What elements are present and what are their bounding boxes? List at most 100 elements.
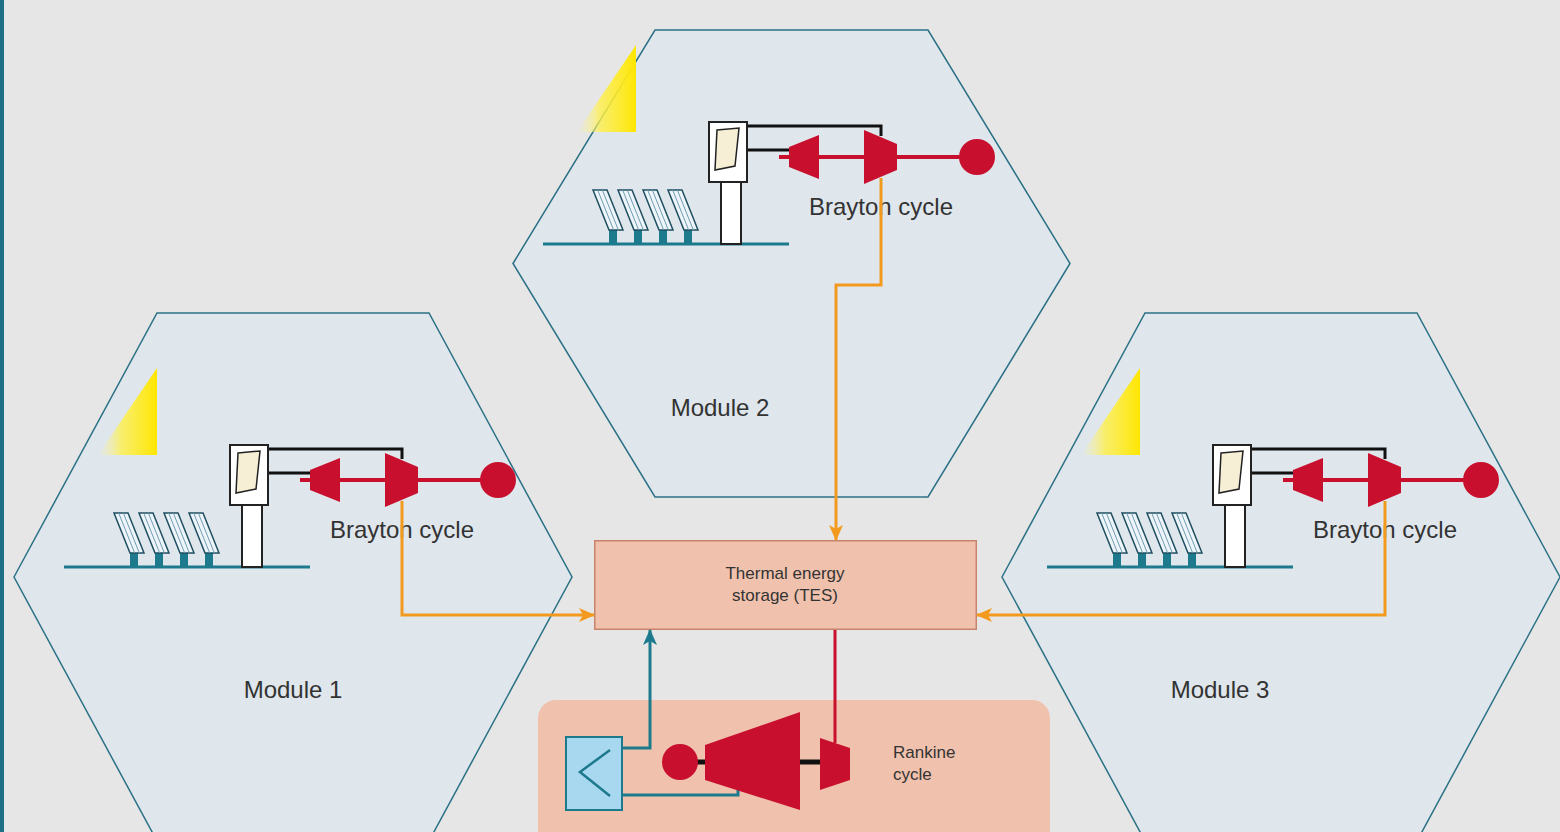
heliostat-mirror	[189, 513, 219, 553]
heliostat-leg	[205, 553, 213, 567]
text-holder: Module 1	[244, 674, 343, 705]
heliostat-mirror	[1122, 513, 1152, 553]
heliostat-mirror	[164, 513, 194, 553]
heliostat-leg	[180, 553, 188, 567]
heliostat-stripe	[198, 513, 214, 553]
hexagon-outline	[513, 30, 1070, 497]
node-shape	[1002, 313, 1560, 832]
cycle-label: Brayton cycle	[326, 514, 478, 545]
heliostat-mirror	[1172, 513, 1202, 553]
receiver-pipe	[747, 146, 796, 150]
heliostat-mirror	[643, 190, 673, 230]
heliostat-mirror	[1097, 513, 1127, 553]
receiver-pipe	[268, 449, 402, 459]
receiver-pipe	[1251, 469, 1300, 473]
left-border-bar	[0, 0, 4, 832]
hexagon-outline	[14, 313, 572, 832]
heliostat-stripe	[148, 513, 164, 553]
receiver-box	[709, 122, 747, 182]
heliostat-stripe	[1152, 513, 1168, 553]
turbine-symbol	[705, 712, 800, 810]
heat-exchanger	[566, 737, 622, 810]
heliostat-stripe	[1106, 513, 1122, 553]
heliostat-leg	[634, 230, 642, 244]
node-shape	[513, 30, 1070, 497]
module-hexagon: Brayton cycleModule 3	[1002, 313, 1560, 832]
cycle-band: Rankine cycle	[538, 700, 1050, 832]
text-holder: Thermal energy storage (TES)	[695, 563, 875, 607]
ground-line	[1047, 566, 1293, 569]
heliostat-stripe	[623, 190, 639, 230]
receiver-aperture	[236, 451, 260, 493]
heliostat-stripe	[194, 513, 210, 553]
generator-symbol	[480, 462, 516, 498]
turbine-symbol	[820, 738, 850, 790]
heliostat-stripe	[123, 513, 139, 553]
generator-symbol	[662, 744, 698, 780]
node-label: Thermal energy storage (TES)	[695, 563, 875, 607]
water-pipe	[622, 790, 738, 795]
sun-glow	[1081, 368, 1140, 455]
heliostat-leg	[1138, 553, 1146, 567]
heliostat-stripe	[144, 513, 160, 553]
module-label: Module 2	[671, 392, 770, 423]
heliostat-stripe	[169, 513, 185, 553]
ground-line	[543, 243, 789, 246]
heliostat-stripe	[1127, 513, 1143, 553]
heliostat-leg	[609, 230, 617, 244]
sun-glow	[577, 45, 636, 132]
heliostat-mirror	[668, 190, 698, 230]
heliostat-stripe	[677, 190, 693, 230]
heliostat-leg	[130, 553, 138, 567]
band-fill	[538, 700, 1050, 832]
heliostat-mirror	[139, 513, 169, 553]
heliostat-leg	[155, 553, 163, 567]
module-hexagon: Brayton cycleModule 2	[513, 30, 1070, 497]
turbine-symbol	[1368, 453, 1401, 507]
receiver-pipe	[268, 469, 317, 473]
sun-glow	[98, 368, 157, 455]
heliostat-stripe	[173, 513, 189, 553]
cycle-label: Brayton cycle	[805, 191, 957, 222]
heliostat-stripe	[1177, 513, 1193, 553]
heliostat-mirror	[1147, 513, 1177, 553]
turbine-symbol	[385, 453, 418, 507]
heliostat-mirror	[593, 190, 623, 230]
heliostat-stripe	[652, 190, 668, 230]
node-shape	[14, 313, 572, 832]
compressor-symbol	[1293, 458, 1323, 502]
tower-pole	[721, 182, 741, 244]
node-label: Rankine cycle	[893, 742, 968, 786]
heliostat-stripe	[1156, 513, 1172, 553]
node-shape	[594, 540, 977, 630]
tower-pole	[242, 505, 262, 567]
heliostat-stripe	[1131, 513, 1147, 553]
receiver-pipe	[1251, 449, 1385, 459]
text-holder: Module 3	[1171, 674, 1270, 705]
heliostat-stripe	[673, 190, 689, 230]
ground-line	[64, 566, 310, 569]
heliostat-stripe	[1102, 513, 1118, 553]
module-hexagon: Brayton cycleModule 1	[14, 313, 572, 832]
heliostat-leg	[1163, 553, 1171, 567]
text-holder: Rankine cycle	[893, 742, 968, 786]
generator-symbol	[959, 139, 995, 175]
module-label: Module 3	[1171, 674, 1270, 705]
heliostat-stripe	[1181, 513, 1197, 553]
heliostat-stripe	[598, 190, 614, 230]
heliostat-mirror	[618, 190, 648, 230]
receiver-aperture	[1219, 451, 1243, 493]
receiver-aperture	[715, 128, 739, 170]
compressor-symbol	[310, 458, 340, 502]
heat-exchanger-coil	[580, 750, 610, 796]
text-holder: Brayton cycle	[1309, 514, 1461, 545]
heliostat-stripe	[602, 190, 618, 230]
receiver-box	[230, 445, 268, 505]
heliostat-leg	[684, 230, 692, 244]
module-label: Module 1	[244, 674, 343, 705]
heliostat-mirror	[114, 513, 144, 553]
heliostat-stripe	[648, 190, 664, 230]
generator-symbol	[1463, 462, 1499, 498]
receiver-pipe	[747, 126, 881, 136]
